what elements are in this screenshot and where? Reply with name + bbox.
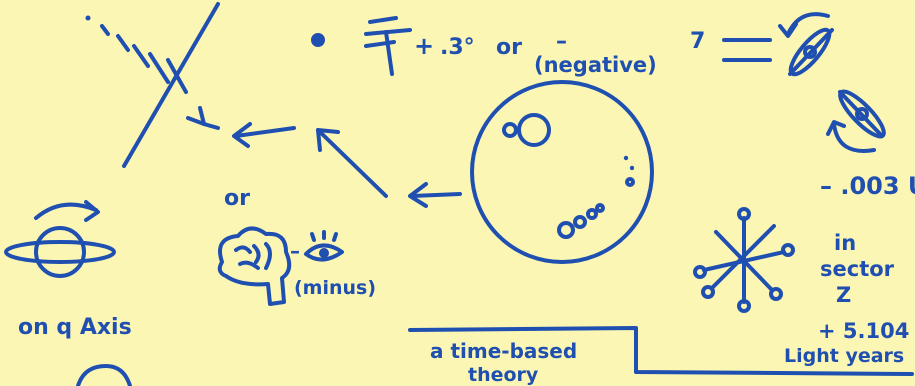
formula-minus-mark: – (556, 29, 567, 54)
diagonal-barrier (124, 4, 218, 166)
ringed-planet-icon (6, 202, 114, 276)
minus-label: (minus) (294, 277, 376, 299)
bullet-dot (311, 33, 325, 47)
formula-exponent: 7 (690, 29, 705, 54)
molecule-star-icon (695, 209, 793, 311)
theory-line-2: theory (468, 364, 539, 386)
partial-circle (78, 366, 130, 386)
formula-negative: (negative) (534, 53, 657, 77)
minus-mark: – (290, 239, 300, 263)
theory-line-1: a time-based (430, 339, 577, 363)
or-label: or (224, 186, 250, 211)
arrow-icon (318, 130, 386, 196)
sector-line-3: Z (836, 283, 851, 307)
equals-sign (724, 40, 770, 60)
brain-icon (220, 228, 289, 304)
light-streaks (86, 16, 187, 93)
formula-or: or (496, 35, 522, 60)
arrow-icon (410, 184, 460, 206)
eye-icon (306, 232, 342, 260)
small-y-mark (188, 108, 218, 128)
glyph-symbol (366, 18, 410, 74)
formula-degrees: .3° (440, 35, 475, 60)
ue-value: – .003 UE (820, 172, 915, 200)
sector-line-2: sector (820, 257, 895, 281)
formula-plus: + (414, 32, 434, 60)
distance-value: + 5.104 (818, 319, 909, 343)
satellite-icon (780, 14, 835, 79)
satellite-icon (828, 86, 889, 151)
sector-line-1: in (834, 231, 856, 255)
axis-label: on q Axis (18, 315, 132, 340)
distance-unit: Light years (784, 345, 904, 367)
arrow-icon (234, 124, 294, 146)
planet-circle (472, 82, 652, 262)
